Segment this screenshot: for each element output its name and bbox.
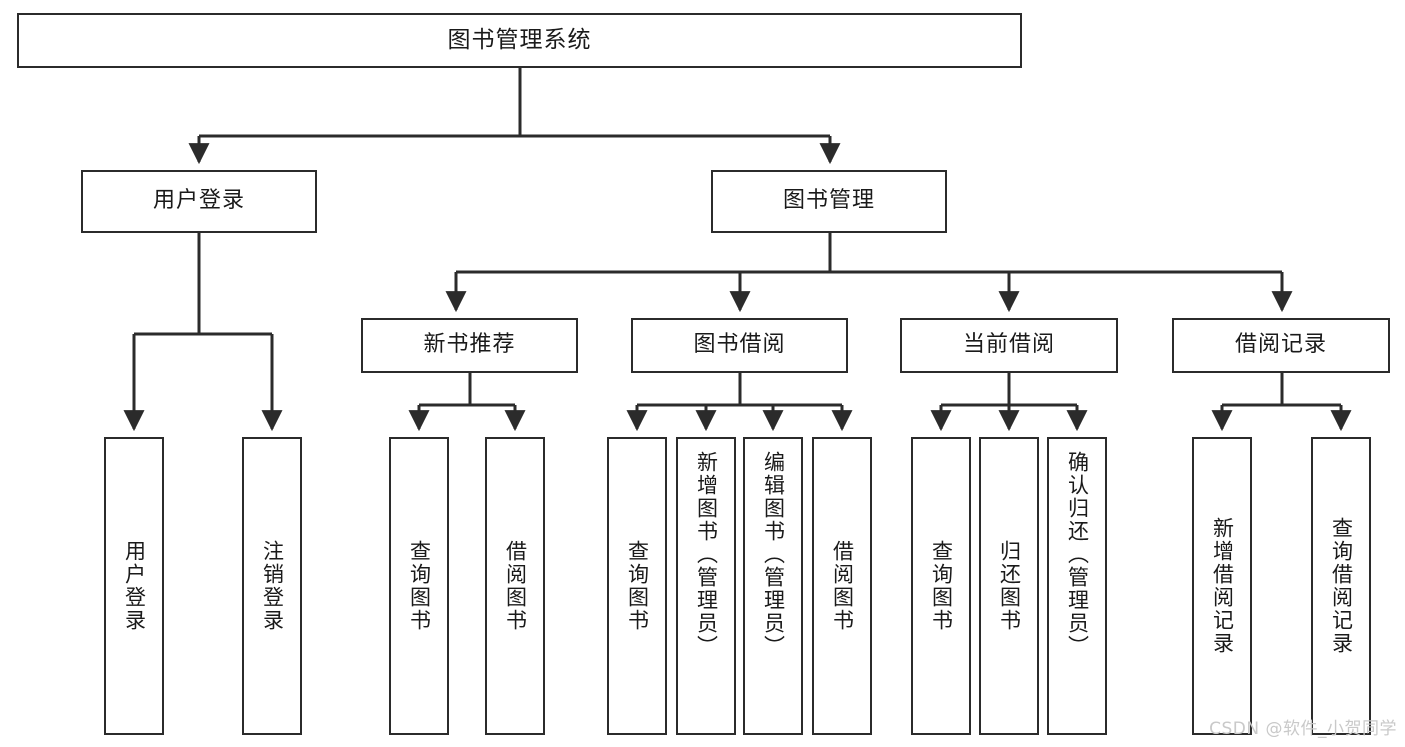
- node-label: 当前借阅: [962, 332, 1055, 358]
- leaf-edit-book-admin[interactable]: 编辑图书（管理员）: [743, 437, 803, 735]
- leaf-label: 确认归还（管理员）: [1065, 451, 1090, 658]
- node-label: 用户登录: [152, 188, 245, 214]
- leaf-label: 注销登录: [260, 540, 285, 632]
- leaf-label: 编辑图书（管理员）: [761, 451, 786, 658]
- leaf-confirm-return-admin[interactable]: 确认归还（管理员）: [1047, 437, 1107, 735]
- leaf-query-book-current[interactable]: 查询图书: [911, 437, 971, 735]
- leaf-label: 查询图书: [929, 540, 954, 632]
- leaf-label: 归还图书: [997, 540, 1022, 632]
- node-book-borrowing[interactable]: 图书借阅: [631, 318, 848, 373]
- watermark: CSDN @软件_小贺同学: [1209, 719, 1397, 739]
- node-borrow-records[interactable]: 借阅记录: [1172, 318, 1390, 373]
- leaf-query-book-borrow[interactable]: 查询图书: [607, 437, 667, 735]
- node-new-book-recommendation[interactable]: 新书推荐: [361, 318, 578, 373]
- leaf-label: 借阅图书: [830, 540, 855, 632]
- leaf-label: 查询图书: [407, 540, 432, 632]
- node-label: 借阅记录: [1234, 332, 1327, 358]
- leaf-user-login[interactable]: 用户登录: [104, 437, 164, 735]
- leaf-user-logout[interactable]: 注销登录: [242, 437, 302, 735]
- leaf-label: 查询借阅记录: [1329, 517, 1354, 655]
- leaf-label: 用户登录: [122, 540, 147, 632]
- leaf-label: 借阅图书: [503, 540, 528, 632]
- node-book-management[interactable]: 图书管理: [711, 170, 947, 233]
- node-label: 图书管理: [782, 188, 875, 214]
- leaf-add-borrow-record[interactable]: 新增借阅记录: [1192, 437, 1252, 735]
- leaf-add-book-admin[interactable]: 新增图书（管理员）: [676, 437, 736, 735]
- leaf-borrow-book[interactable]: 借阅图书: [812, 437, 872, 735]
- node-user-login[interactable]: 用户登录: [81, 170, 317, 233]
- leaf-return-book[interactable]: 归还图书: [979, 437, 1039, 735]
- node-current-borrowing[interactable]: 当前借阅: [900, 318, 1118, 373]
- node-label: 图书管理系统: [447, 26, 592, 53]
- leaf-label: 新增借阅记录: [1210, 517, 1235, 655]
- node-label: 图书借阅: [693, 332, 786, 358]
- leaf-query-borrow-record[interactable]: 查询借阅记录: [1311, 437, 1371, 735]
- node-label: 新书推荐: [423, 332, 516, 358]
- leaf-label: 新增图书（管理员）: [694, 451, 719, 658]
- leaf-query-book-rec[interactable]: 查询图书: [389, 437, 449, 735]
- leaf-label: 查询图书: [625, 540, 650, 632]
- leaf-borrow-book-rec[interactable]: 借阅图书: [485, 437, 545, 735]
- node-root-system[interactable]: 图书管理系统: [17, 13, 1022, 68]
